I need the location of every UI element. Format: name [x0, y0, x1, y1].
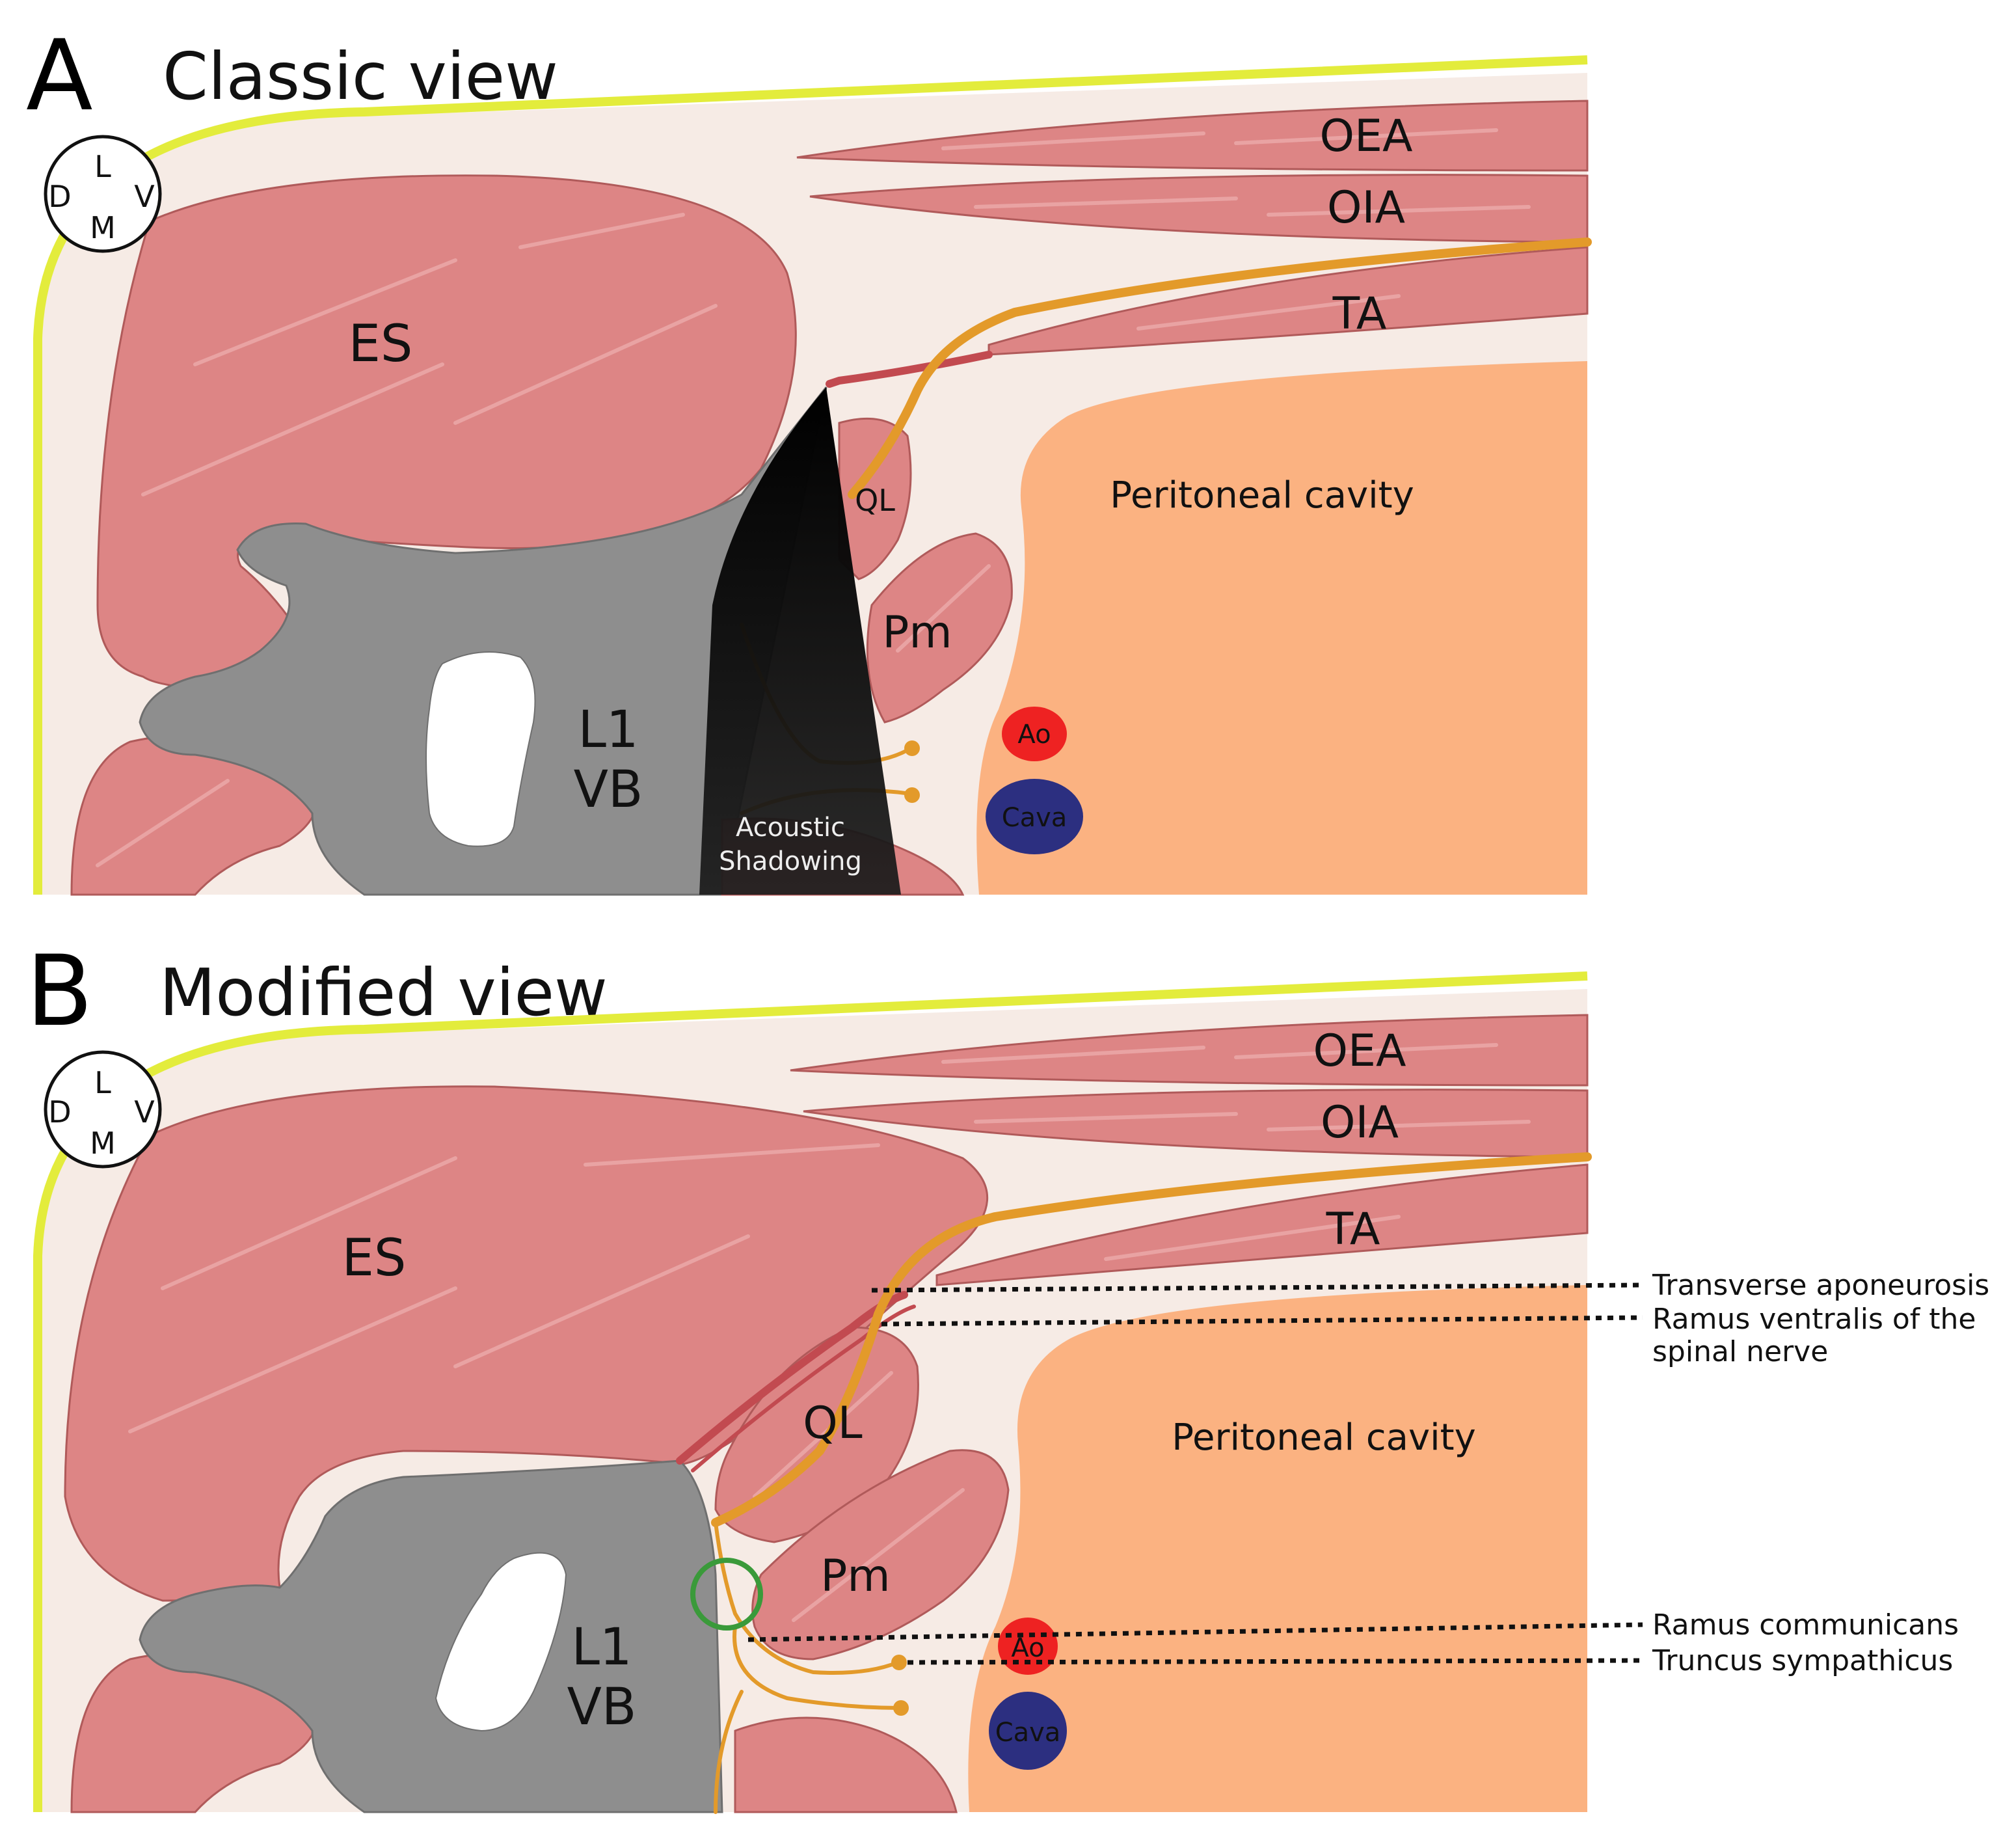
vena-cava [989, 1692, 1067, 1770]
vertebral-foramen [435, 1552, 567, 1732]
peritoneal-cavity [976, 361, 1587, 895]
annotation-transverse-aponeurosis: Transverse aponeurosis [1652, 1269, 1989, 1302]
aorta [1002, 707, 1067, 761]
leader-ramus-communicans [747, 1622, 1643, 1642]
muscle-streak [584, 1143, 880, 1167]
oia-muscle [809, 174, 1589, 243]
oea-label: OEA [1319, 111, 1412, 162]
ta-label: TA [1332, 288, 1387, 340]
l1-vertebral-body [139, 1459, 723, 1813]
vb-label: VB [574, 761, 643, 819]
cava-label: Cava [995, 1718, 1061, 1748]
muscle-streak [753, 1371, 893, 1498]
ql-muscle [838, 417, 912, 580]
muscle-streak [193, 258, 457, 366]
transverse-aponeurosis [691, 1305, 916, 1472]
muscle-streak [941, 131, 1205, 150]
peritoneal-cavity-label: Peritoneal cavity [1110, 474, 1414, 517]
compass-ventral: V [134, 179, 155, 214]
ramus-ventralis-nerve [711, 1152, 1592, 1527]
truncus-sympathicus-nerve [732, 1625, 903, 1710]
muscle-streak [896, 564, 991, 653]
panel-b: B Modified view [26, 935, 1989, 1814]
peritoneal-cavity [968, 1285, 1587, 1812]
ganglion-dot [904, 787, 920, 803]
muscle-streak [792, 1488, 965, 1622]
muscle-streak [128, 1286, 457, 1433]
pm-label: Pm [882, 607, 952, 658]
ta-muscle [935, 1163, 1589, 1286]
transverse-aponeurosis [826, 351, 993, 388]
muscle-streak [161, 1156, 457, 1290]
compass-dorsal: D [48, 1094, 71, 1130]
leader-truncus-sympathicus [907, 1658, 1643, 1665]
descending-nerve [714, 1690, 744, 1814]
l1-vertebral-body [139, 386, 827, 896]
l1-label: L1 [578, 701, 638, 759]
peritoneal-cavity-label: Peritoneal cavity [1172, 1416, 1476, 1459]
acoustic-shadowing-label-2: Shadowing [719, 847, 862, 876]
panel-a: A Classic view [26, 20, 1592, 896]
muscle-streak [453, 304, 718, 425]
ramus-ventralis-nerve [848, 237, 1592, 499]
muscle-streak [974, 196, 1238, 209]
leader-ramus-ventralis [881, 1315, 1643, 1327]
oea-label: OEA [1313, 1025, 1406, 1077]
muscle-streak [1104, 1215, 1401, 1261]
muscle-streak [1136, 294, 1401, 331]
es-label: ES [349, 315, 413, 373]
ramus-communicans-nerve [714, 1521, 900, 1675]
muscle-streak [1267, 205, 1531, 217]
compass-circle [44, 1050, 162, 1169]
l1-label: L1 [571, 1618, 632, 1677]
es-label: ES [342, 1229, 407, 1288]
ql-label: QL [855, 483, 895, 518]
pm-label: Pm [820, 1551, 890, 1602]
ao-label: Ao [1011, 1633, 1044, 1663]
muscle-streak [141, 362, 444, 496]
compass-circle [44, 135, 162, 253]
muscle-streak [941, 1046, 1205, 1064]
ta-label: TA [1326, 1204, 1380, 1255]
orientation-compass: L D V M [44, 135, 162, 253]
panel-b-letter: B [26, 935, 93, 1048]
panel-a-title: Classic view [163, 38, 558, 115]
muscle-streak [974, 1112, 1238, 1124]
acoustic-shadow [699, 387, 901, 895]
muscle-streak [1234, 1043, 1498, 1059]
compass-medial: M [90, 210, 116, 245]
vena-cava [986, 779, 1083, 854]
compass-medial: M [90, 1126, 116, 1161]
ganglion-dot [893, 1700, 909, 1716]
lower-psoas-muscle [734, 1716, 958, 1813]
target-circle [690, 1558, 763, 1631]
ao-label: Ao [1017, 720, 1051, 750]
muscle-streak [96, 779, 230, 867]
muscle-streak [1267, 1120, 1531, 1131]
panel-a-letter: A [26, 20, 93, 133]
vb-label: VB [567, 1678, 637, 1737]
muscle-streak [453, 1234, 750, 1368]
oia-label: OIA [1327, 182, 1405, 234]
annotation-truncus-sympathicus: Truncus sympathicus [1652, 1644, 1953, 1677]
compass-lateral: L [94, 149, 111, 184]
annotation-ramus-ventralis-2: spinal nerve [1652, 1335, 1828, 1368]
cava-label: Cava [1002, 803, 1068, 833]
muscle-streak [518, 213, 685, 249]
muscle-streak [1234, 128, 1498, 145]
compass-dorsal: D [48, 179, 71, 214]
annotation-ramus-communicans: Ramus communicans [1652, 1608, 1959, 1642]
annotation-ramus-ventralis-1: Ramus ventralis of the [1652, 1303, 1976, 1336]
ganglion-dot [904, 740, 920, 756]
ql-label: QL [803, 1398, 863, 1449]
compass-lateral: L [94, 1065, 111, 1100]
oia-label: OIA [1321, 1097, 1399, 1148]
orientation-compass: L D V M [44, 1050, 162, 1169]
ganglion-dot [891, 1655, 907, 1670]
oia-muscle [803, 1089, 1589, 1158]
compass-ventral: V [134, 1094, 155, 1130]
vertebral-foramen [425, 651, 536, 847]
acoustic-shadowing-label-1: Acoustic [736, 813, 845, 843]
